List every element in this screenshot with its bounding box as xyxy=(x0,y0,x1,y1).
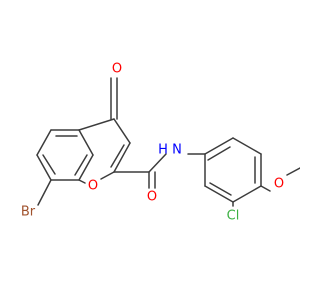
bond xyxy=(78,154,94,181)
amide-nitrogen-label: N xyxy=(172,143,182,158)
ring-oxygen-label: O xyxy=(88,179,98,194)
bond xyxy=(204,137,234,155)
bond xyxy=(110,144,125,168)
bonds xyxy=(36,77,300,207)
amide-hydrogen-label: H xyxy=(158,143,168,158)
amide-oxygen-label: O xyxy=(147,190,157,205)
chlorine-label: Cl xyxy=(227,209,240,224)
bond xyxy=(260,185,271,192)
bond xyxy=(36,154,52,181)
bond xyxy=(78,179,86,184)
bond xyxy=(42,154,56,175)
methoxy-oxygen-label: O xyxy=(274,177,284,192)
bond xyxy=(74,154,88,176)
bond xyxy=(207,146,231,161)
bond xyxy=(36,129,52,156)
bond xyxy=(209,182,232,196)
bond xyxy=(232,185,262,203)
bond xyxy=(204,185,234,203)
bond xyxy=(286,167,300,176)
bond xyxy=(37,179,52,206)
bond xyxy=(78,129,94,156)
bromine-label: Br xyxy=(21,205,36,220)
atom-labels: Br O O O N H Cl O xyxy=(21,62,284,224)
bond xyxy=(100,171,115,180)
bond xyxy=(113,142,131,173)
ketone-oxygen-label: O xyxy=(112,62,122,77)
molecule-structure: Br O O O N H Cl O xyxy=(21,62,300,224)
bond xyxy=(113,118,131,144)
bond xyxy=(78,118,115,131)
bond xyxy=(148,153,167,173)
bond xyxy=(232,137,262,155)
